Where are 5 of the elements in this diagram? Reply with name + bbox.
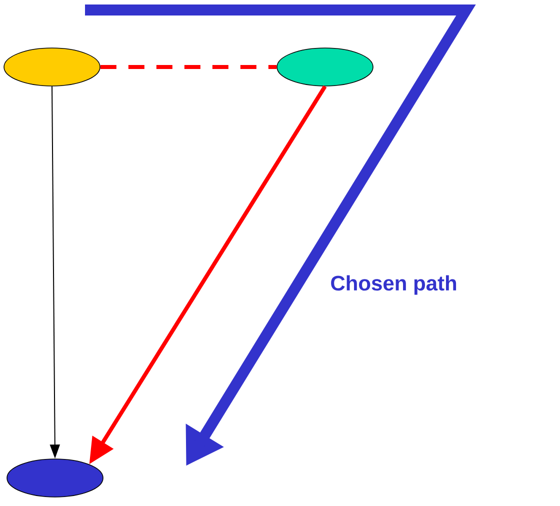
connector-line — [100, 65, 277, 69]
ellipse-node — [276, 48, 374, 86]
ellipse-node — [6, 458, 104, 498]
ellipse-node — [4, 48, 100, 86]
path-label: Chosen path — [331, 275, 456, 295]
